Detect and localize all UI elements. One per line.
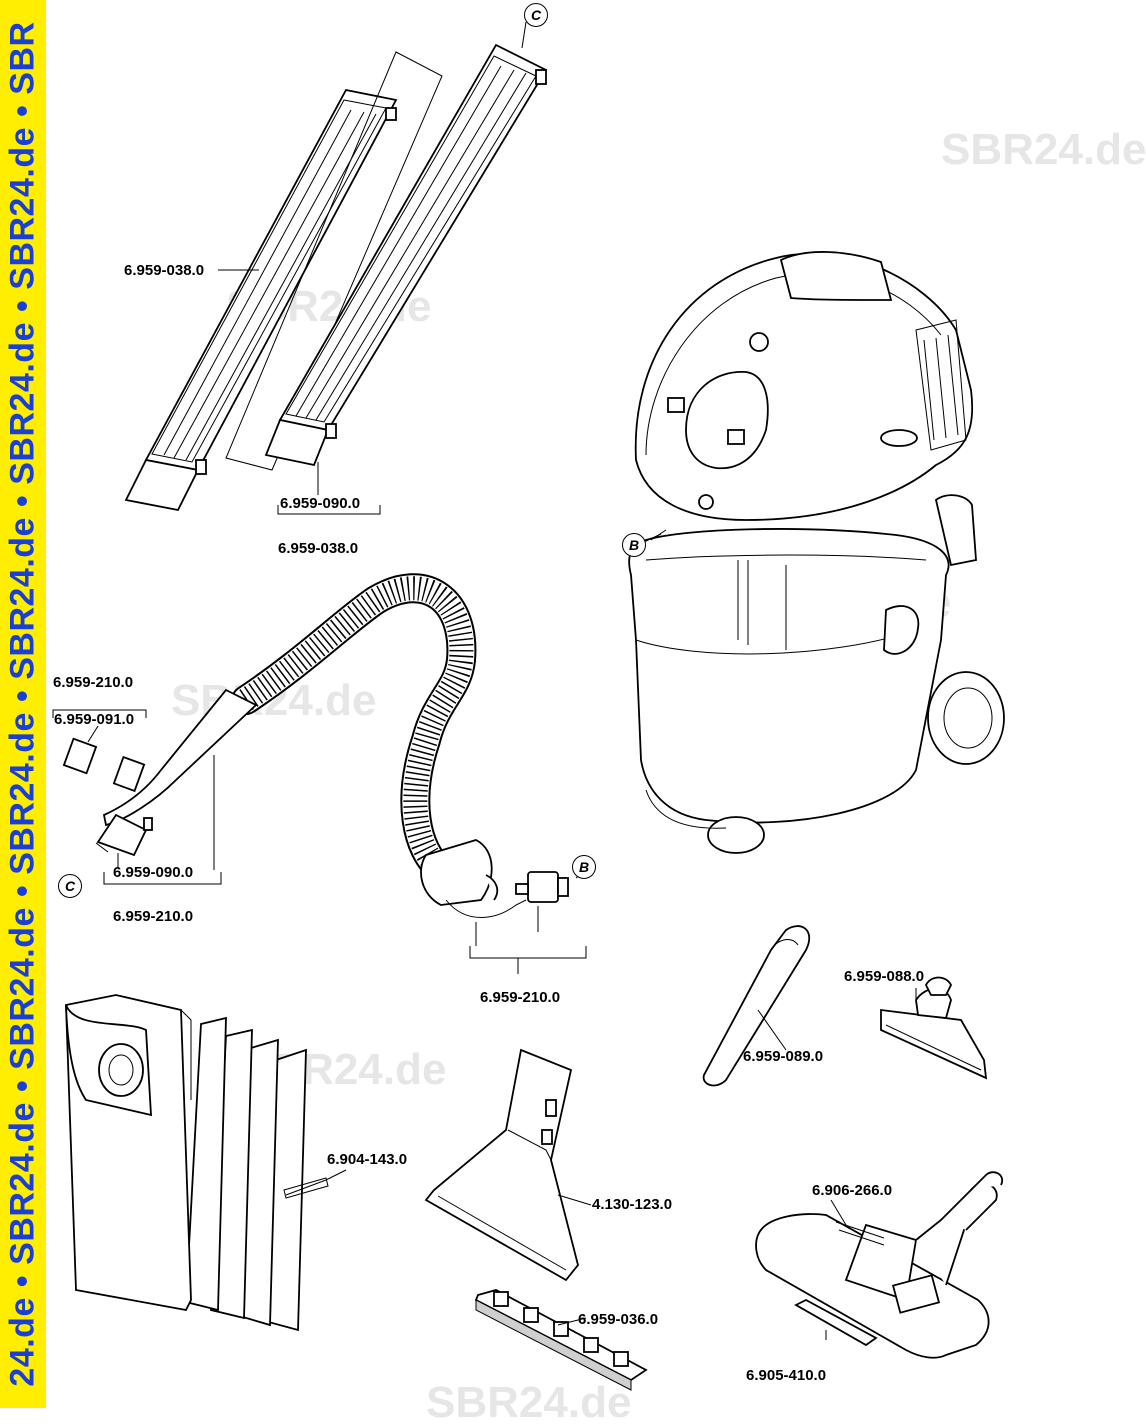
extension-tube-right	[264, 43, 548, 467]
part-label-crevice-nozzle: 6.959-089.0	[743, 1048, 824, 1065]
sidebar-banner: 24.de • SBR24.de • SBR24.de • SBR24.de •…	[0, 0, 46, 1408]
callout-marker-c: C	[524, 3, 548, 27]
part-label-floor-nozzle: 6.959-088.0	[844, 968, 925, 985]
parts-line-art	[52, 7, 1005, 1391]
sidebar-watermark-text: 24.de • SBR24.de • SBR24.de • SBR24.de •…	[3, 21, 42, 1387]
part-label-extension-tube: 6.959-038.0	[124, 262, 205, 279]
strip-insert	[794, 1298, 878, 1347]
part-label-filter-bags: 6.904-143.0	[327, 1151, 408, 1168]
part-label-handle-clip: 6.959-090.0	[113, 864, 194, 881]
part-label-hose-set: 6.959-210.0	[480, 989, 561, 1006]
part-label-wiper-insert: 6.959-036.0	[578, 1311, 659, 1328]
vacuum-body	[628, 251, 1005, 854]
combination-floor-nozzle	[755, 1171, 1004, 1359]
crevice-nozzle	[702, 925, 811, 1087]
wiper-insert	[474, 1289, 648, 1391]
filter-bags	[65, 994, 307, 1332]
part-label-handle-part: 6.959-091.0	[54, 711, 135, 728]
part-label-tube-set: 6.959-038.0	[278, 540, 359, 557]
part-label-tube-clip: 6.959-090.0	[280, 495, 361, 512]
extension-tube-left	[124, 88, 398, 512]
callout-marker-c: C	[58, 874, 82, 898]
handle-slider-part	[62, 737, 98, 775]
part-label-handle-set: 6.959-210.0	[113, 908, 194, 925]
part-label-strip-insert: 6.905-410.0	[746, 1367, 827, 1384]
upholstery-nozzle	[880, 976, 988, 1080]
callout-marker-b: B	[572, 855, 596, 879]
spray-extraction-nozzle	[424, 1048, 579, 1282]
part-label-combo-nozzle: 6.906-266.0	[812, 1182, 893, 1199]
callout-marker-b: B	[622, 533, 646, 557]
part-label-spray-nozzle: 4.130-123.0	[592, 1196, 673, 1213]
suction-hose	[96, 573, 569, 918]
exploded-parts-drawing: SBR24.de SBR24.de SBR24.de SBR24.de SBR2…	[46, 0, 1146, 1427]
part-label-handle-kit: 6.959-210.0	[53, 674, 134, 691]
